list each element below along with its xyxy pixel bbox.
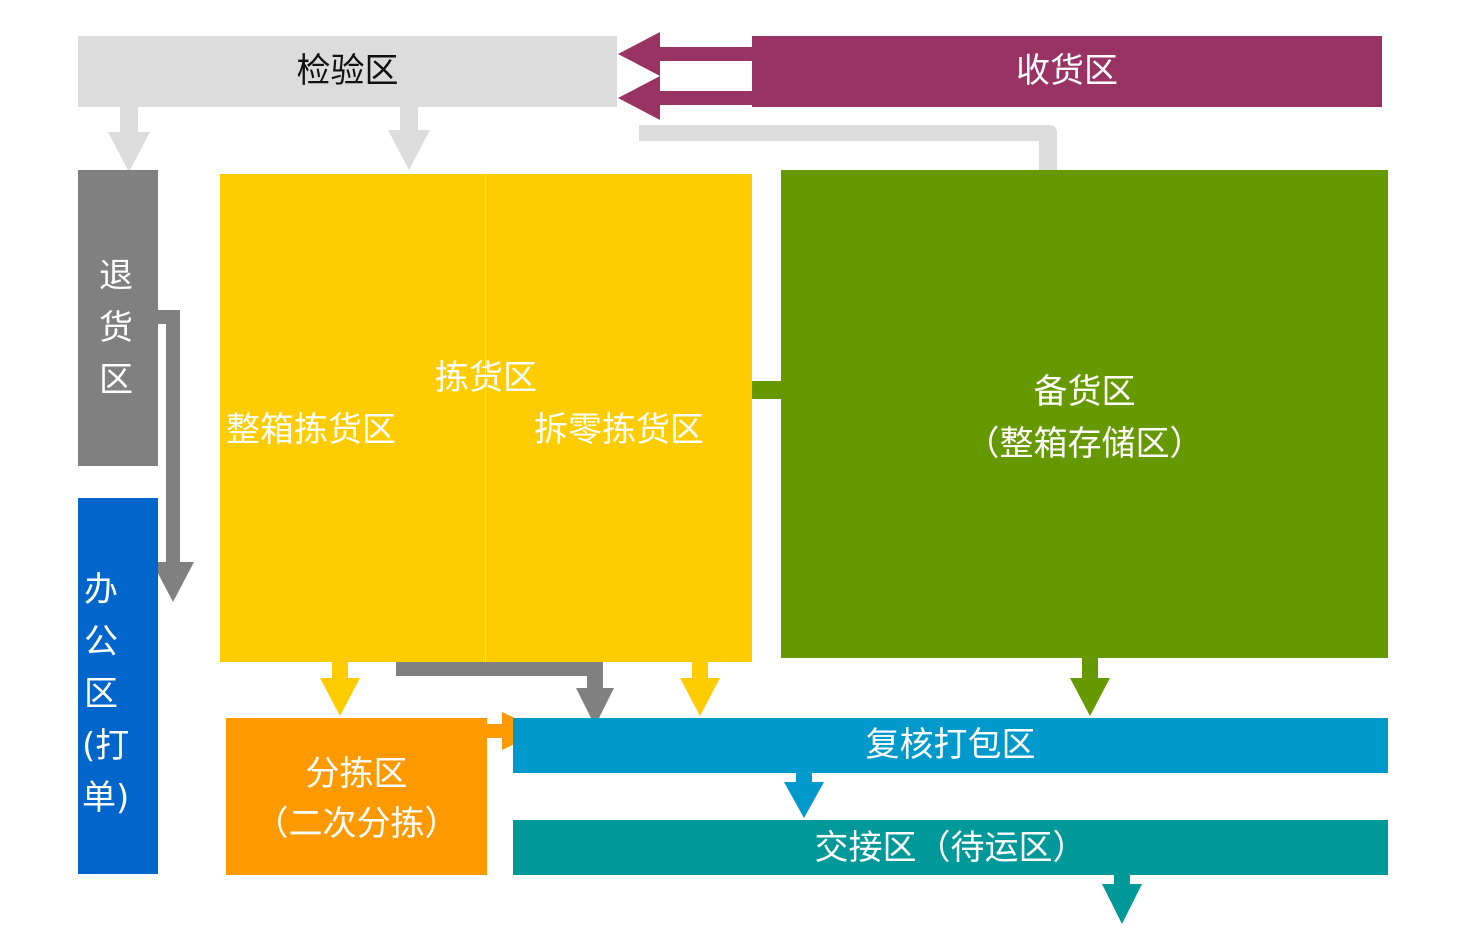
checkpack-to-handover-arrow xyxy=(784,773,824,818)
inspection-to-picking-arrow xyxy=(388,107,430,170)
inspection-to-returns-arrow xyxy=(108,107,150,172)
reserve-zone: 备货区 （整箱存储区） xyxy=(781,170,1388,658)
returns-to-office-arrow xyxy=(152,310,194,602)
picking-zone-divider xyxy=(485,174,486,662)
receiving-to-inspection-arrow-top xyxy=(618,32,752,76)
split-case-picking-label: 拆零拣货区 xyxy=(534,410,704,450)
sorting-zone-label: 分拣区 xyxy=(305,754,408,794)
sorting-zone-sublabel: （二次分拣） xyxy=(254,804,459,844)
returns-zone-label: 退货区 xyxy=(99,256,133,400)
picking-zone: 拣货区 整箱拣货区 拆零拣货区 xyxy=(220,174,752,662)
picking-zone-label: 拣货区 xyxy=(435,358,537,398)
handover-exit-arrow xyxy=(1102,875,1142,924)
receiving-zone: 收货区 xyxy=(752,36,1382,107)
check-pack-zone-label: 复核打包区 xyxy=(865,725,1036,765)
picking-to-checkpack-arrow xyxy=(680,662,720,716)
inspection-zone-label: 检验区 xyxy=(296,51,399,91)
inspection-zone: 检验区 xyxy=(78,36,617,107)
inspection-to-reserve-arrow xyxy=(639,125,1071,218)
office-zone-label-line1: 办公区 xyxy=(84,570,118,714)
reserve-zone-sublabel: （整箱存储区） xyxy=(965,424,1204,464)
office-zone: 办公区 (打单) xyxy=(78,498,158,874)
reserve-zone-label: 备货区 xyxy=(1033,372,1136,412)
picking-to-sorting-arrow xyxy=(320,662,360,716)
office-zone-label-line2: (打单) xyxy=(82,726,130,818)
handover-zone-label: 交接区（待运区） xyxy=(814,828,1087,868)
check-pack-zone: 复核打包区 xyxy=(513,718,1388,773)
full-case-picking-label: 整箱拣货区 xyxy=(226,410,396,450)
receiving-zone-label: 收货区 xyxy=(1016,51,1118,91)
sorting-zone: 分拣区 （二次分拣） xyxy=(226,718,487,875)
receiving-to-inspection-arrow-bottom xyxy=(618,76,752,120)
handover-zone: 交接区（待运区） xyxy=(513,820,1388,875)
returns-zone: 退货区 xyxy=(78,170,158,466)
reserve-to-checkpack-arrow xyxy=(1070,658,1110,716)
